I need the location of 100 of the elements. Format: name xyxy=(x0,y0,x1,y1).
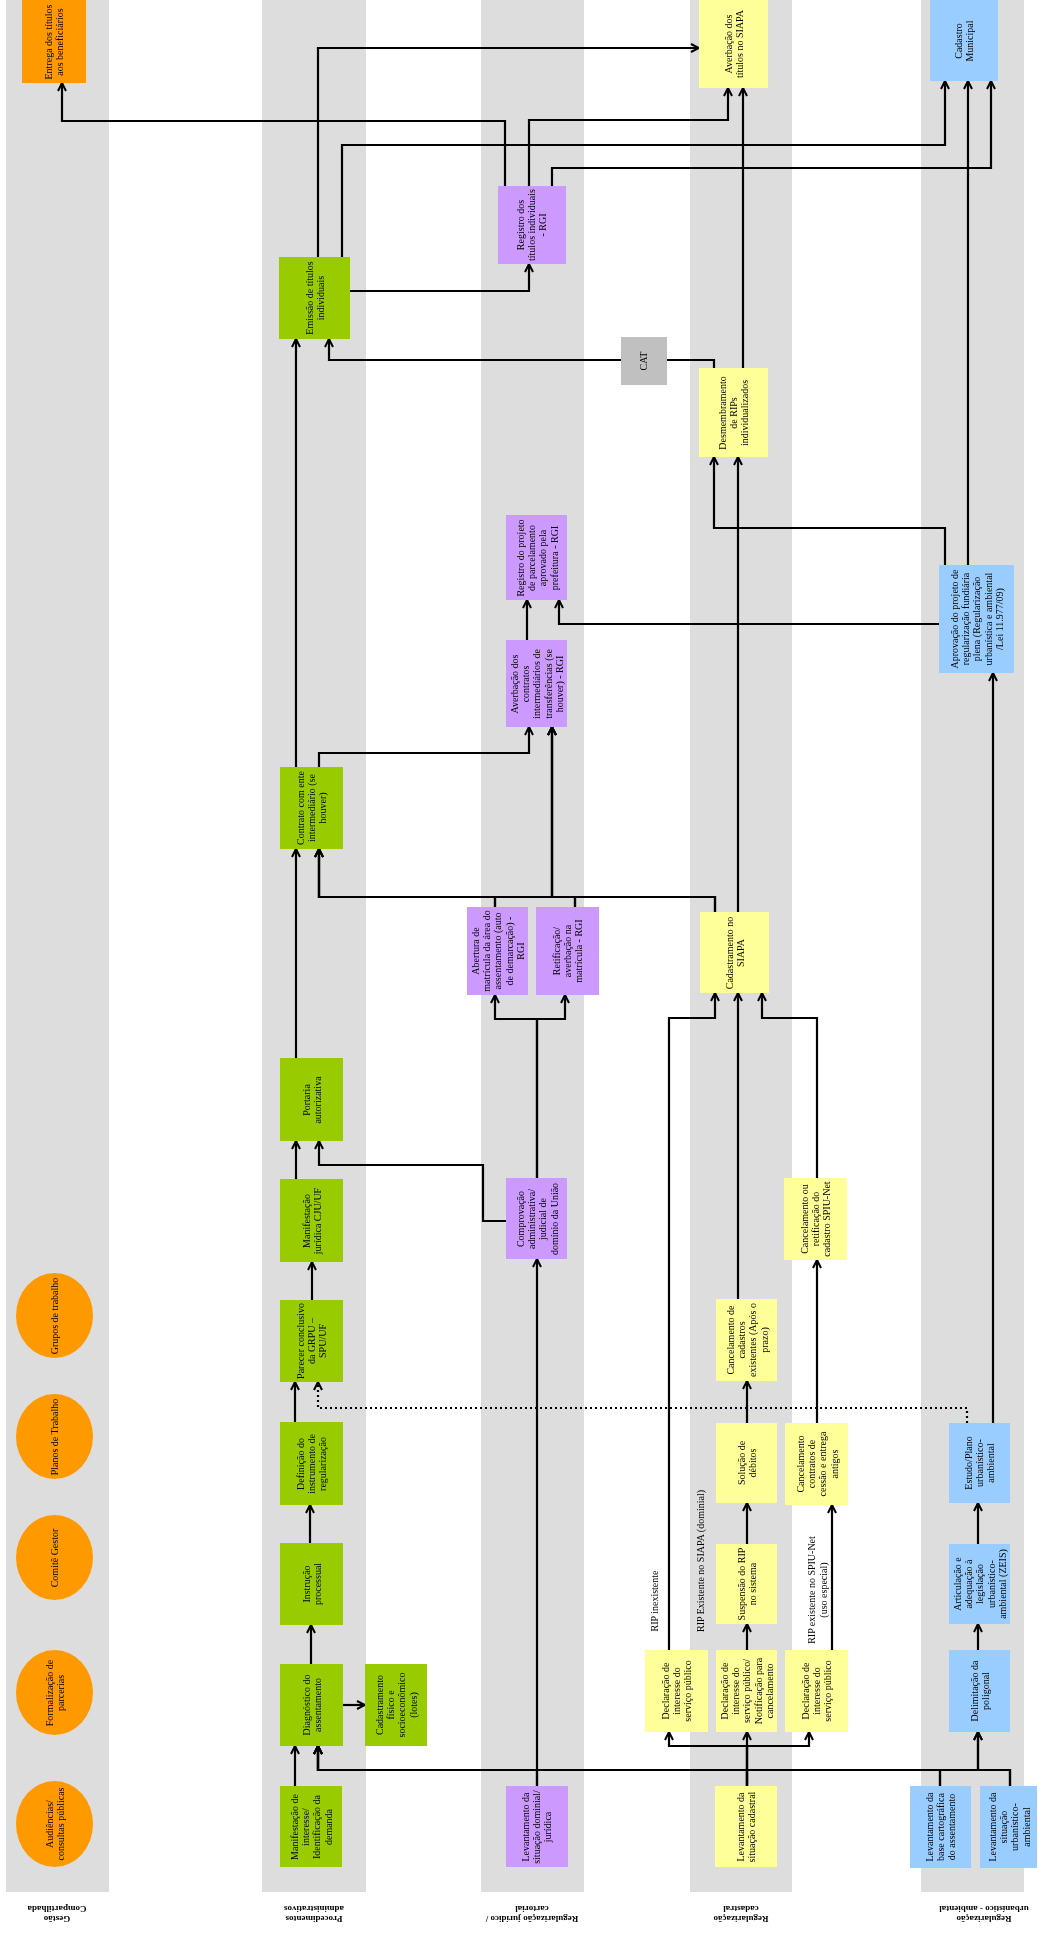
box-label: Cadastramento físico e socioeconômico (lotes) xyxy=(373,1671,419,1740)
arrow xyxy=(667,992,720,1650)
box-label: Aprovação do projeto de regularização fundiária plena (Regularização urbanística e ambiental /Lei 11.977/09) xyxy=(948,568,1005,670)
connector-line xyxy=(667,358,716,368)
process-box xyxy=(280,1179,343,1262)
process-box xyxy=(949,1423,1010,1503)
arrow xyxy=(550,80,996,186)
arrow xyxy=(343,1700,366,1710)
process-box xyxy=(279,257,350,339)
arrow xyxy=(973,1731,1012,1786)
box-label: Declaração de interesse do serviço público xyxy=(799,1659,834,1724)
arrow xyxy=(742,1380,752,1423)
box-label: Comitê Gestor xyxy=(48,1527,61,1589)
box-label: Solução de débitos xyxy=(735,1439,758,1488)
box-label: Levantamento da situação urbanístico-ambiental xyxy=(986,1791,1031,1864)
process-box xyxy=(280,1422,343,1505)
edge-label: RIP existente no SPIU-Net (uso especial) xyxy=(805,1535,829,1646)
box-label: Instrução processual xyxy=(300,1561,323,1608)
arrow xyxy=(291,1140,301,1179)
arrow xyxy=(307,1261,317,1300)
process-box xyxy=(621,337,667,385)
arrow xyxy=(738,87,748,368)
process-box xyxy=(716,1650,777,1732)
arrow xyxy=(350,263,534,293)
lane-title: Procedimentos administrativos xyxy=(283,1903,345,1924)
arrow xyxy=(306,1624,316,1664)
box-label: Averbação dos títulos no SIAPA xyxy=(722,9,745,80)
process-box xyxy=(980,1786,1037,1868)
process-box xyxy=(784,1178,847,1260)
arrow xyxy=(973,1623,983,1650)
arrow xyxy=(827,1504,837,1650)
process-box xyxy=(280,1664,343,1746)
box-label: Parecer conclusivo da GRPU – SPU/UF xyxy=(294,1303,329,1379)
arrow xyxy=(812,1259,822,1423)
process-box xyxy=(280,1300,343,1382)
box-label: Manifestação jurídica CJU/UF xyxy=(300,1186,323,1257)
process-box xyxy=(715,1786,777,1867)
box-label: Audiências/ consultas públicas xyxy=(43,1786,66,1863)
box-label: Levantamento da situação cadastral xyxy=(734,1790,758,1864)
process-box xyxy=(699,0,768,88)
process-box xyxy=(498,186,566,264)
box-label: Comprovação administrativa/ judicial de domínio da União xyxy=(514,1181,559,1256)
box-label: Abertura de matrícula da área do assentamento (auto de demarcação) - RGI xyxy=(469,910,526,992)
process-box xyxy=(280,1786,342,1867)
process-box xyxy=(700,912,769,993)
arrow xyxy=(532,1258,542,1786)
process-box xyxy=(699,368,768,457)
arrow xyxy=(757,992,819,1178)
arrow xyxy=(291,848,301,1058)
box-label: Registro dos títulos individuais - RGI xyxy=(515,189,549,261)
process-box xyxy=(645,1650,708,1732)
box-label: Planos de Trabalho xyxy=(48,1397,61,1476)
arrow xyxy=(57,82,507,186)
box-label: Suspensão do RIP no sistema xyxy=(735,1547,758,1621)
arrow xyxy=(340,80,950,257)
box-label: Levantamento da situação dominial/ jurídica xyxy=(520,1789,554,1864)
arrow xyxy=(742,1502,752,1544)
arrow xyxy=(316,43,700,257)
box-label: Cadastramento no SIAPA xyxy=(723,915,746,990)
arrow xyxy=(973,1502,983,1544)
box-label: Cancelamento contratos de cessão e entrega antigos xyxy=(794,1430,839,1499)
arrow xyxy=(314,1140,506,1223)
box-label: Entrega dos títulos aos beneficiários xyxy=(42,3,66,80)
box-label: Portaria autorizativa xyxy=(300,1074,323,1126)
process-box xyxy=(716,1299,777,1381)
arrow xyxy=(290,1745,300,1786)
box-label: Diagnóstico do assentamento xyxy=(300,1673,323,1738)
arrow xyxy=(535,994,570,1178)
arrow xyxy=(305,1504,315,1543)
lane-title: Regularização cadastral xyxy=(712,1903,770,1924)
box-label: Definição do instrumento de regularização xyxy=(294,1432,329,1496)
process-box xyxy=(365,1664,427,1746)
process-box xyxy=(939,565,1014,673)
box-label: Desmembramento de RIPs individualizados xyxy=(716,374,751,452)
box-label: Formalização de parcerias xyxy=(43,1658,66,1728)
process-box xyxy=(785,1650,848,1732)
box-label: Emissão de títulos individuais xyxy=(303,260,326,336)
process-box xyxy=(506,515,567,600)
box-label: Manifestação de interesse/ Identificação da demanda xyxy=(288,1792,334,1862)
lane-title: Regularização jurídico / cartorial xyxy=(484,1903,580,1924)
arrow xyxy=(733,456,743,912)
box-label: Declaração de interesse do serviço público xyxy=(659,1659,694,1724)
process-box xyxy=(716,1423,777,1503)
process-box xyxy=(280,1058,343,1141)
process-box xyxy=(930,0,998,81)
edge-label: RIP Existente no SIAPA (dominial) xyxy=(695,1489,707,1635)
process-box xyxy=(506,640,567,727)
process-box xyxy=(280,1543,343,1625)
box-label: Levantamento da base cartográfica do assentamento xyxy=(923,1791,958,1864)
box-label: Averbação dos contratos intermediários de transferências (se houver) - RGI xyxy=(508,647,565,721)
arrow xyxy=(963,80,973,565)
box-label: Cancelamento de cadastros existentes (Após o prazo) xyxy=(724,1302,769,1378)
arrow xyxy=(522,599,532,640)
box-label: Retificação/ averbação na matrícula - RGI xyxy=(550,918,585,985)
box-label: Declaração de interesse do serviço público/ Notificação para cancelamento xyxy=(718,1656,775,1727)
process-box xyxy=(716,1544,777,1624)
arrow xyxy=(547,726,717,912)
arrow xyxy=(313,1381,969,1423)
arrow xyxy=(733,992,743,1299)
box-label: Articulação e adequação à legislação urbanístico-ambiental (ZEIS) xyxy=(951,1548,1008,1621)
